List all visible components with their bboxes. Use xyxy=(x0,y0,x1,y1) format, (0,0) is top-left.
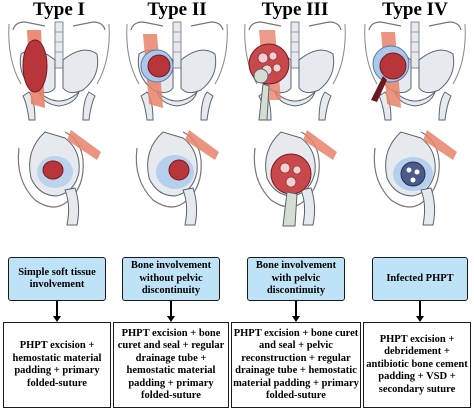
type-1-category-text: Simple soft tissue involvement xyxy=(18,266,96,291)
type-4-category-text: Infected PHPT xyxy=(386,272,454,284)
type-4-treatment-box: PHPT excision + debridement + antibiotic… xyxy=(363,322,471,408)
type-2-title: Type II xyxy=(147,0,207,20)
type-4-title: Type IV xyxy=(382,0,448,20)
type-1-treatment-text: PHPT excision + hemostatic material padd… xyxy=(12,340,102,389)
type-2-side-illustration xyxy=(135,129,220,226)
type-2-treatment-box: PHPT excision + bone curet and seal + re… xyxy=(113,322,229,408)
type-4-side-illustration xyxy=(373,129,458,226)
type-3-category-text: Bone involvement with pelvic discontinui… xyxy=(255,260,337,297)
type-1-treatment-box: PHPT excision + hemostatic material padd… xyxy=(3,322,111,408)
type-2-category-text: Bone involvement without pelvic disconti… xyxy=(130,260,212,297)
type-1-category-box: Simple soft tissue involvement xyxy=(8,257,106,301)
type-4-front-illustration xyxy=(364,21,466,121)
type-1-front-illustration xyxy=(8,21,110,121)
type-3-title: Type III xyxy=(261,0,329,20)
type-3-treatment-text: PHPT excision + bone curet and seal + pe… xyxy=(233,327,359,402)
type-3-treatment-box: PHPT excision + bone curet and seal + pe… xyxy=(231,322,361,408)
type-1-title: Type I xyxy=(33,0,85,20)
type-2-category-box: Bone involvement without pelvic disconti… xyxy=(122,257,220,301)
type-3-front-illustration xyxy=(244,21,346,121)
type-2-treatment-text: PHPT excision + bone curet and seal + re… xyxy=(117,327,225,402)
type-4-treatment-text: PHPT excision + debridement + antibiotic… xyxy=(366,333,468,395)
type-2-front-illustration xyxy=(126,21,228,121)
type-1-side-illustration xyxy=(17,129,102,226)
type-3-category-box: Bone involvement with pelvic discontinui… xyxy=(247,257,345,301)
type-4-category-box: Infected PHPT xyxy=(372,257,468,301)
type-3-side-illustration xyxy=(253,129,338,227)
